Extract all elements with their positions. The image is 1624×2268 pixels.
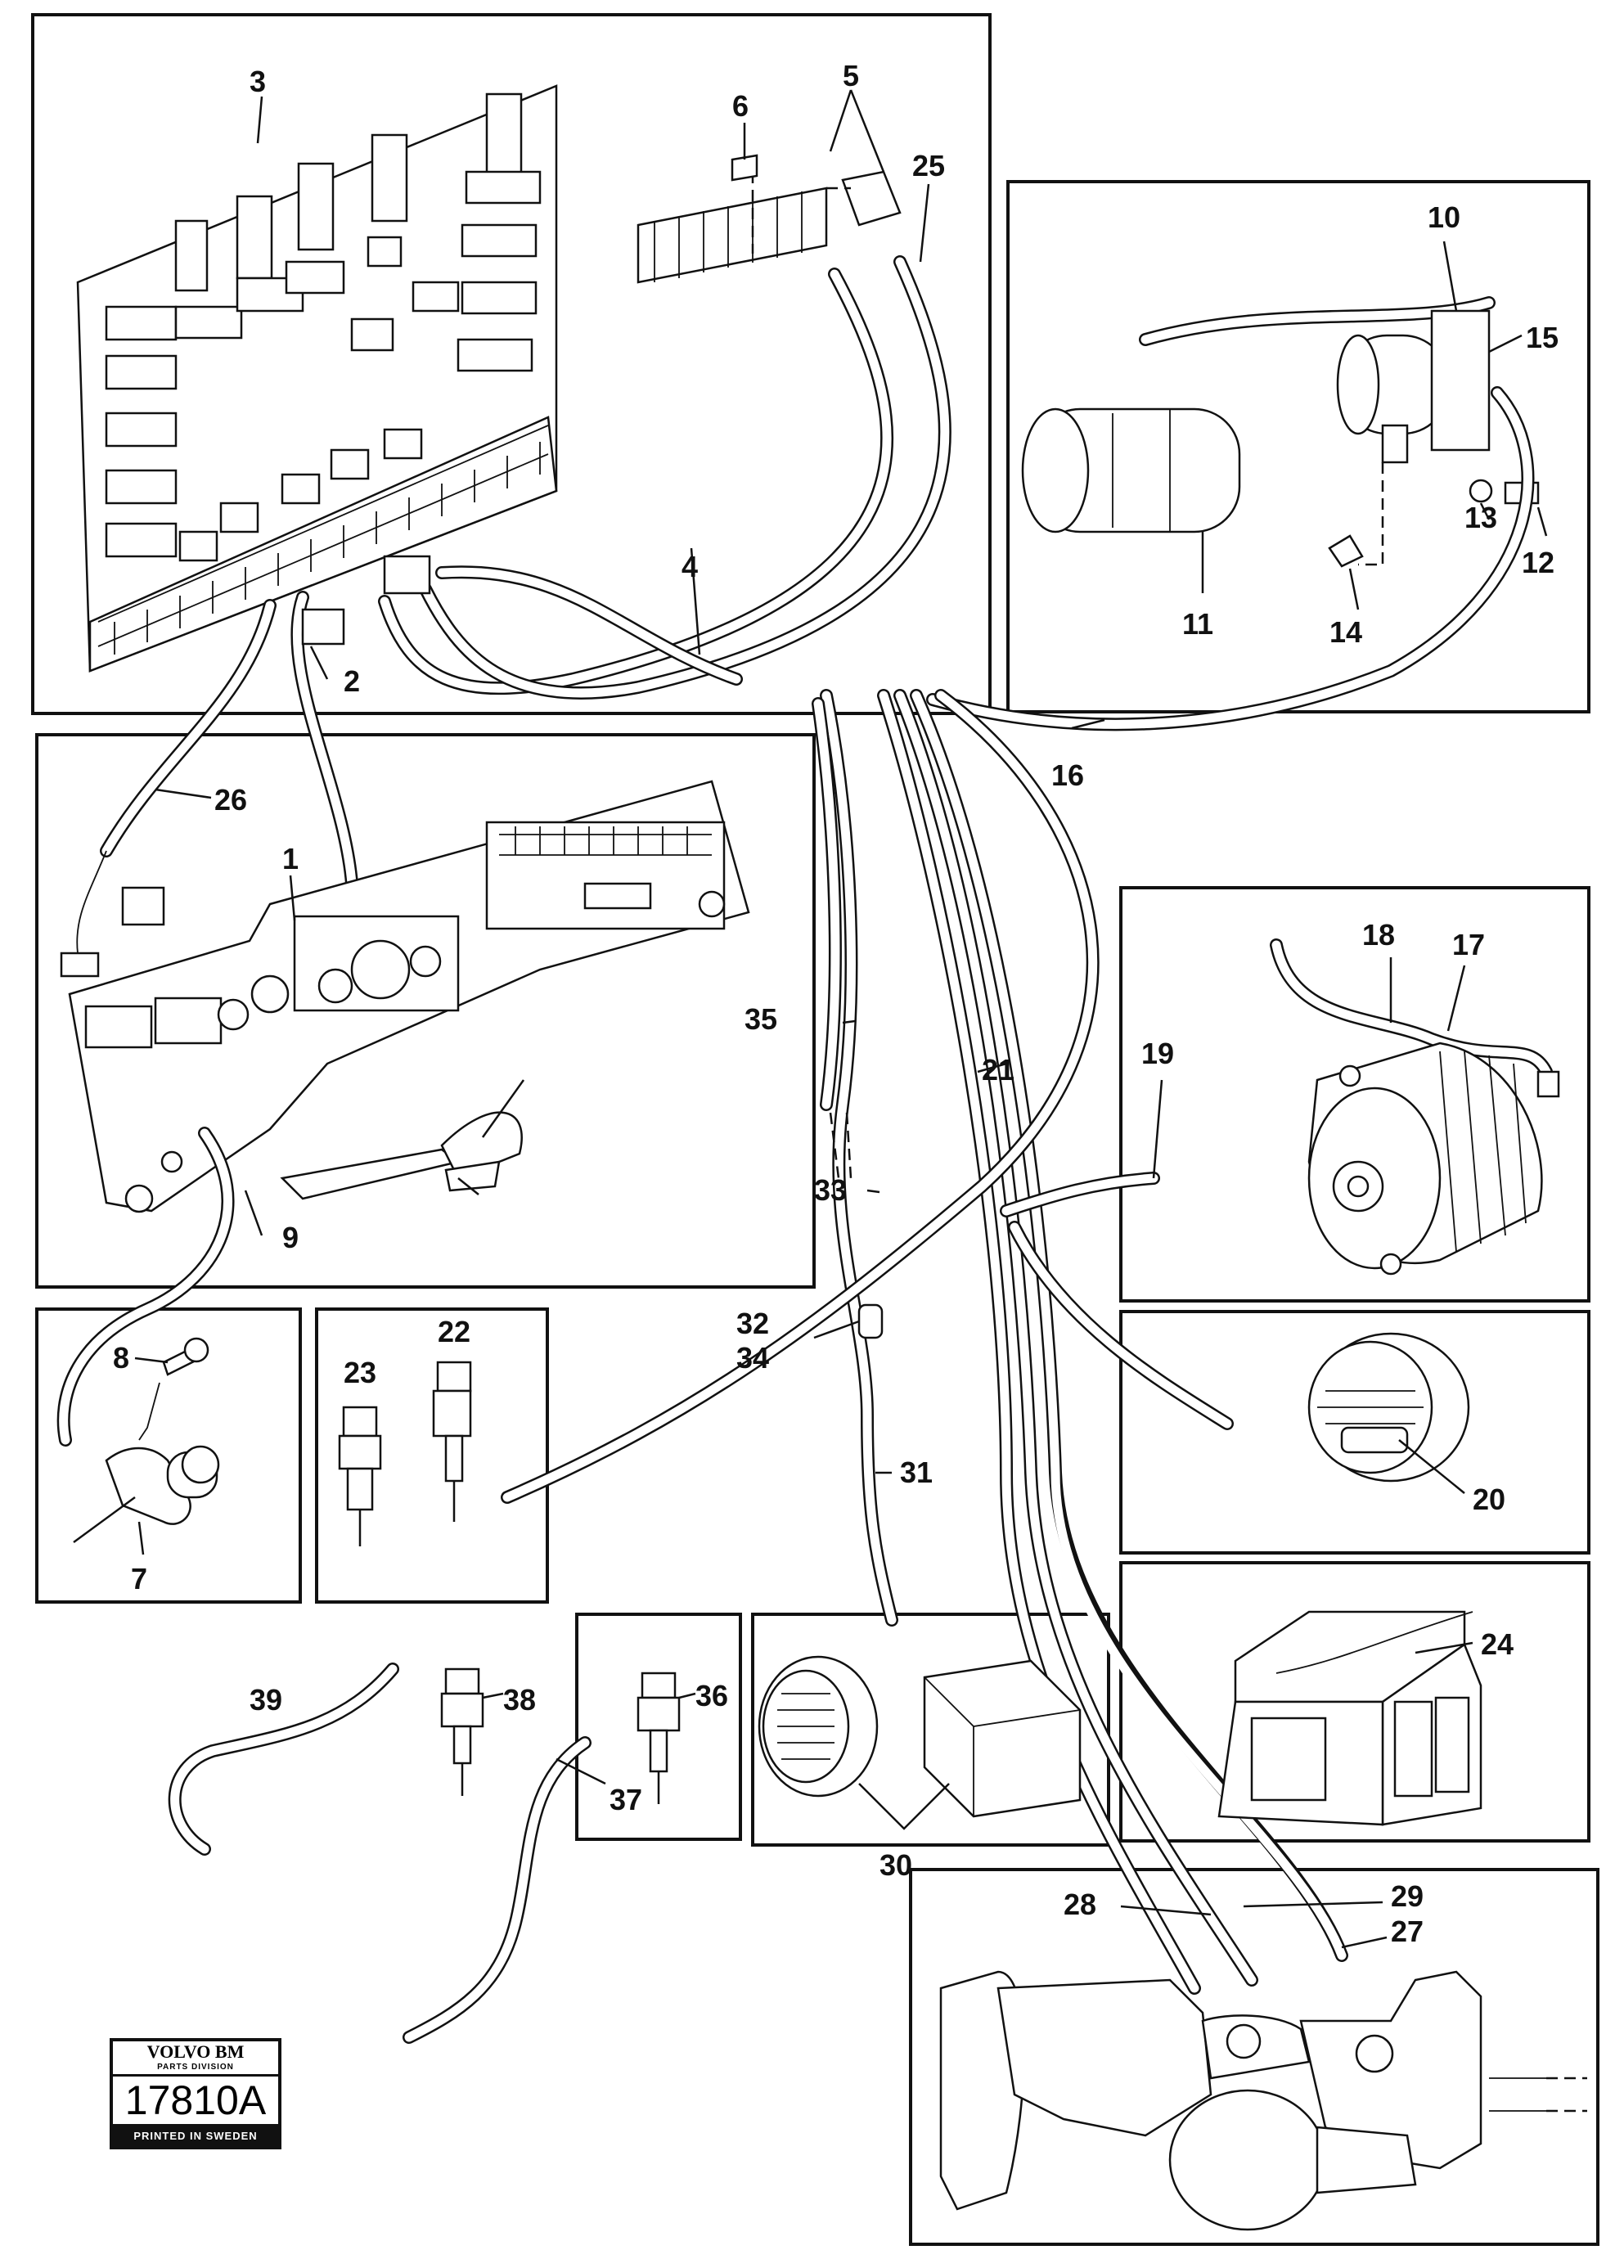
stamp-code: 17810A [124,2077,267,2123]
fuse-holder [637,123,902,284]
callout-14: 14 [1329,615,1362,649]
callout-39: 39 [250,1683,282,1717]
callout-2: 2 [344,664,360,698]
callout-17: 17 [1452,928,1485,961]
callout-36: 36 [695,1679,728,1712]
callout-9: 9 [282,1221,299,1254]
callout-32: 32 [736,1307,769,1340]
callout-20: 20 [1473,1483,1505,1516]
callout-29: 29 [1391,1879,1424,1913]
frame-senders [315,1307,549,1604]
callout-31: 31 [900,1456,933,1489]
callout-30: 30 [879,1848,912,1882]
callout-13: 13 [1464,501,1497,534]
frame-alternator [1119,886,1590,1303]
callout-18: 18 [1362,918,1395,952]
leader-lines [134,89,1548,1949]
callout-21: 21 [982,1053,1014,1087]
callout-33: 33 [814,1173,847,1207]
cable-37 [403,1736,592,2044]
frame-horn-relay [1006,180,1590,713]
callout-26: 26 [214,783,247,817]
frame-switch [35,1307,302,1604]
alternator [1270,938,1560,1276]
tail-lamp [1307,1332,1470,1483]
callout-22: 22 [438,1315,470,1348]
callouts: 3 6 5 25 4 2 26 1 35 21 19 33 9 32 34 31… [113,59,1559,1948]
callout-8: 8 [113,1341,129,1375]
stamp-division: PARTS DIVISION [157,2063,234,2072]
callout-15: 15 [1526,321,1559,354]
switch-assembly [73,1337,220,1555]
volvo-bm-stamp: VOLVO BM PARTS DIVISION 17810A PRINTED I… [110,2038,281,2149]
callout-4: 4 [682,550,698,583]
callout-19: 19 [1141,1037,1174,1070]
stamp-header: VOLVO BM PARTS DIVISION [113,2041,278,2077]
callout-12: 12 [1522,546,1554,579]
frame-lamp [1119,1310,1590,1555]
frame-horns [751,1613,1110,1847]
callout-11: 11 [1182,607,1213,641]
instrument-panel [68,780,750,1213]
cable-harness-2 [60,591,358,978]
sender-36 [637,1672,681,1804]
stamp-printed: PRINTED IN SWEDEN [113,2124,278,2146]
callout-34: 34 [736,1341,769,1375]
callout-23: 23 [344,1356,376,1389]
horn-relay-assembly [926,296,1540,731]
frame-dashboard [35,733,816,1289]
callout-5: 5 [843,59,859,92]
callout-27: 27 [1391,1915,1424,1948]
cable-harness-4 [378,255,951,700]
callout-1: 1 [282,842,299,875]
transmission [939,1970,1587,2231]
callout-35: 35 [745,1002,777,1036]
horns [758,1655,1082,1830]
cable-39 [168,1663,399,1856]
callout-6: 6 [732,89,749,123]
frame-cab [1119,1561,1590,1843]
callout-28: 28 [1064,1888,1096,1921]
callout-7: 7 [131,1562,147,1595]
frame-sender-36 [575,1613,742,1841]
cab [1217,1610,1482,1826]
callout-16: 16 [1051,758,1084,792]
cable-harness-9 [56,1127,235,1447]
frame-transmission [909,1868,1599,2246]
frame-fuse-panel [31,13,992,715]
callout-24: 24 [1481,1627,1514,1661]
temperature-senders [338,1361,472,1546]
sender-38 [440,1667,484,1796]
callout-38: 38 [503,1683,536,1717]
callout-25: 25 [912,149,945,182]
callout-3: 3 [250,65,266,98]
stamp-brand: VOLVO BM [146,2041,245,2062]
callout-37: 37 [610,1783,642,1816]
central-electric-panel [76,84,558,673]
callout-10: 10 [1428,200,1460,234]
